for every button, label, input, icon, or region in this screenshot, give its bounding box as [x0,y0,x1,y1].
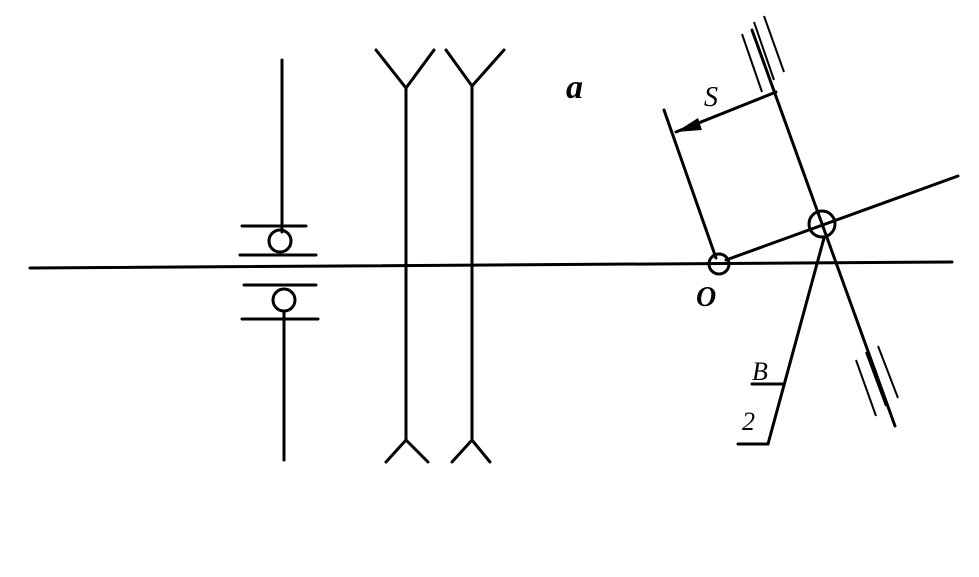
s-extension-line [662,108,718,260]
main-axis [28,260,954,270]
bearing-ball-lower [271,287,297,313]
contact-circle [807,209,837,239]
pulley-2-bottom-fork [450,437,492,464]
dimension-s: S [662,82,778,260]
s-arrowhead [676,118,702,132]
bearing-assembly [238,58,320,462]
b-leader-line [766,236,826,446]
inclined-line [724,174,960,262]
pulley-line-1 [374,48,436,464]
bearing-ball-upper [267,228,293,254]
pulley-1-bottom-fork [384,437,430,464]
tilted-plane [750,28,897,428]
b-denominator: 2 [742,407,755,436]
hatch-upper [741,15,785,93]
pulley-line-2 [444,48,506,464]
dimension-b-half: B 2 [736,236,826,446]
figure-label: a [566,69,583,106]
point-o-label: O [696,282,716,313]
point-o-circle [707,252,731,276]
hatch-lower [855,345,899,417]
pulley-1-top-fork [374,48,436,91]
s-label: S [704,82,718,113]
b-numerator: B [752,357,768,386]
pulley-2-top-fork [444,48,506,89]
